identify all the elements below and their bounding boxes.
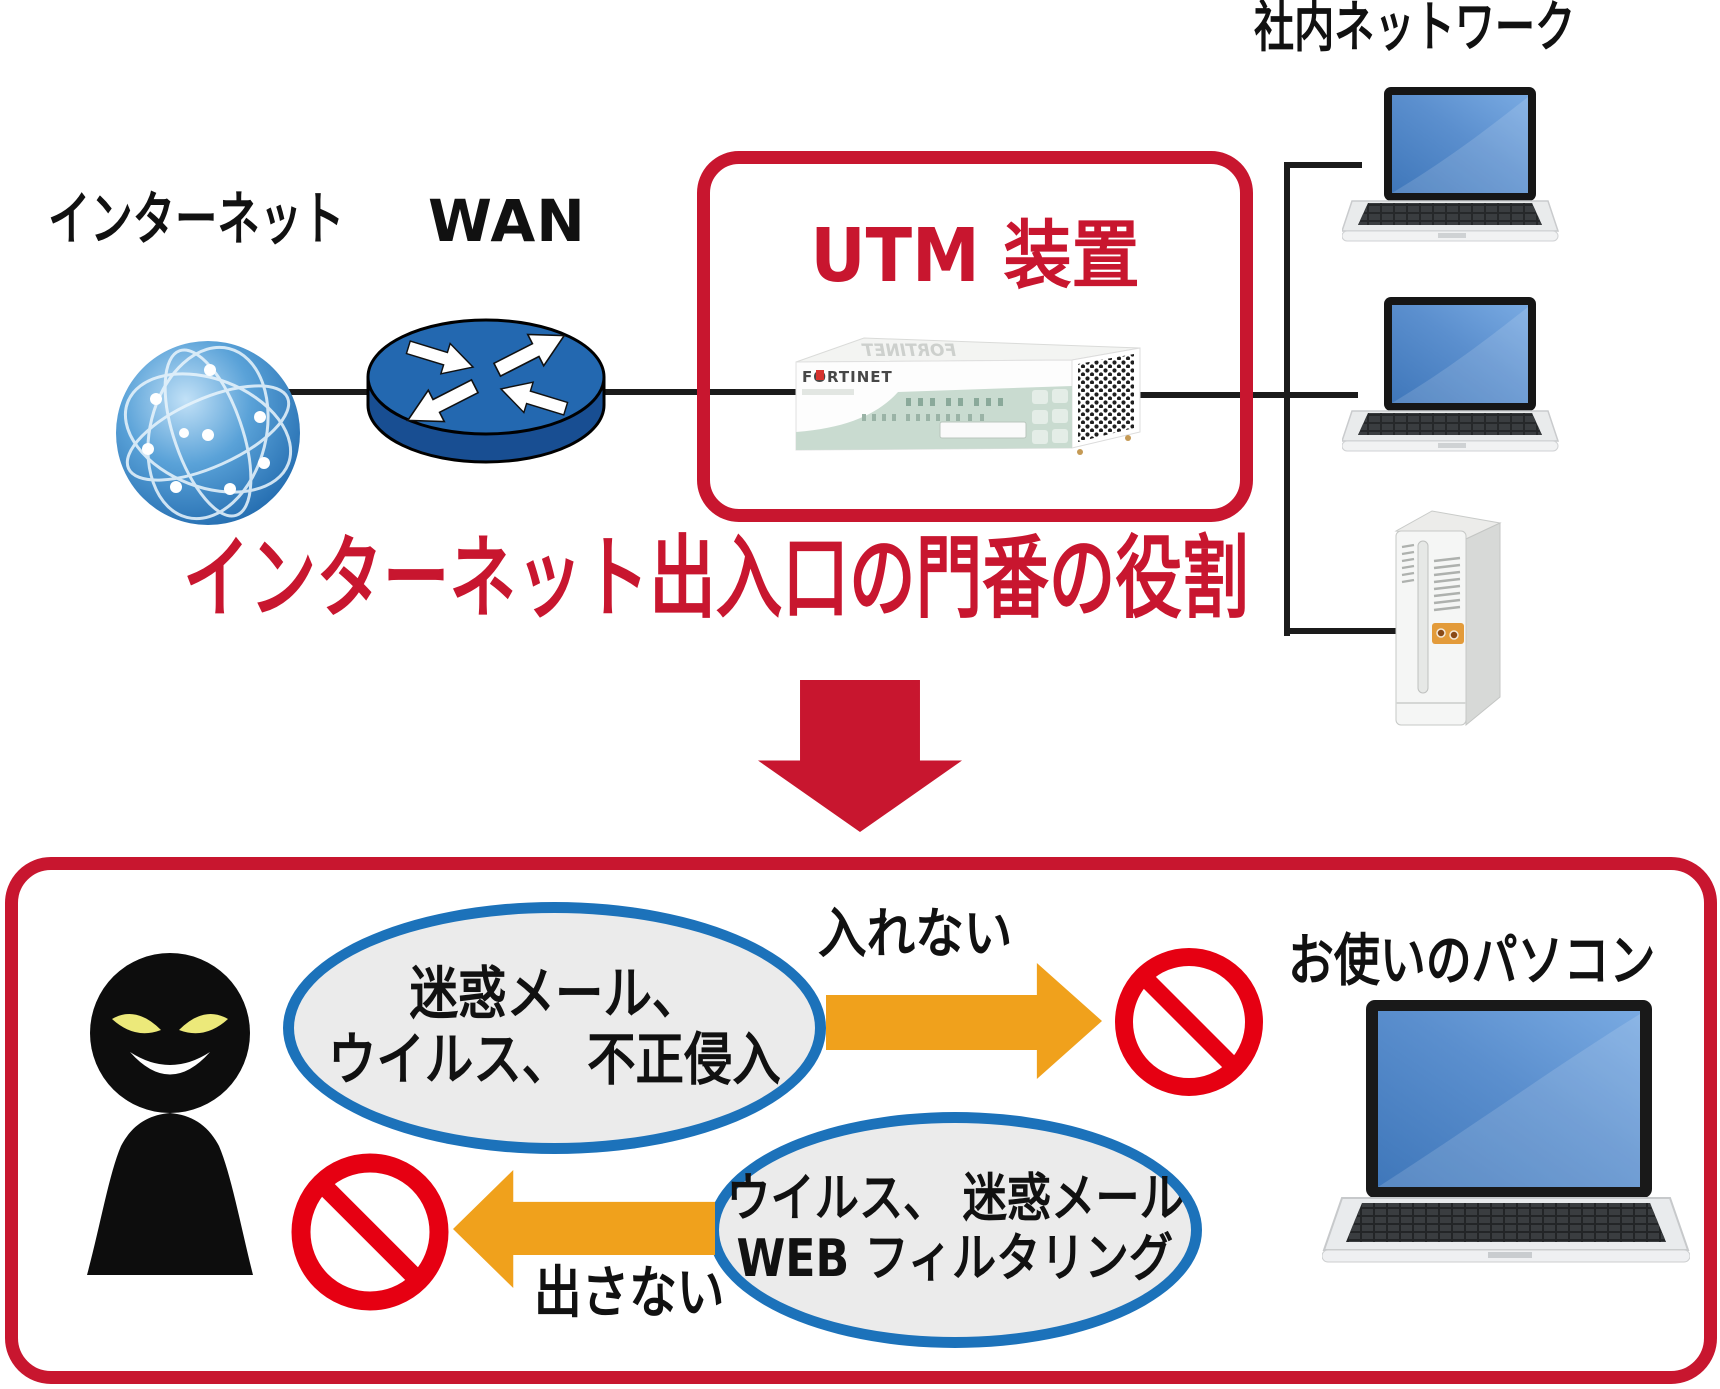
- inbound-block-label: 入れない: [818, 902, 1013, 965]
- pc-label: お使いのパソコン: [1288, 929, 1656, 994]
- inbound-threats-bubble: 迷惑メール、 ウイルス、 不正侵入: [283, 902, 826, 1154]
- no-entry-icon: [1115, 948, 1263, 1096]
- laptop-icon: [1342, 297, 1560, 452]
- wan-label: WAN: [428, 187, 586, 255]
- inbound-threats-line1: 迷惑メール、: [409, 961, 700, 1028]
- line-trunk-laptop1: [1286, 162, 1362, 168]
- internet-label: インターネット: [48, 185, 345, 253]
- utm-box: UTM 装置: [697, 151, 1253, 522]
- globe-icon: [116, 341, 300, 525]
- device-top-logo: FORTINET: [861, 341, 956, 361]
- utm-appliance-icon: FORTINET FORTINET: [795, 337, 1141, 455]
- line-globe-router: [286, 389, 388, 395]
- outbound-threats-line2: WEB フィルタリング: [736, 1229, 1174, 1289]
- inbound-threats-line2: ウイルス、 不正侵入: [328, 1027, 781, 1093]
- outbound-threats-line1: ウイルス、 迷惑メール: [726, 1169, 1184, 1230]
- line-trunk-server: [1286, 628, 1398, 634]
- router-icon: [366, 318, 606, 464]
- gatekeeper-caption: インターネット出入口の門番の役割: [183, 526, 1249, 631]
- no-entry-icon: [291, 1153, 449, 1311]
- laptop-icon: [1342, 87, 1560, 242]
- server-icon: [1394, 510, 1502, 727]
- hacker-icon: [87, 953, 253, 1275]
- outbound-block-label: 出さない: [534, 1261, 725, 1326]
- outbound-threats-bubble: ウイルス、 迷惑メール WEB フィルタリング: [708, 1112, 1202, 1348]
- lan-label: 社内ネットワーク: [1254, 0, 1576, 59]
- line-lan-trunk: [1284, 162, 1290, 636]
- laptop-icon: [1322, 1000, 1690, 1263]
- device-logo: FORTINET: [802, 368, 893, 386]
- utm-title: UTM 装置: [810, 213, 1140, 299]
- down-arrow-icon: [758, 680, 962, 832]
